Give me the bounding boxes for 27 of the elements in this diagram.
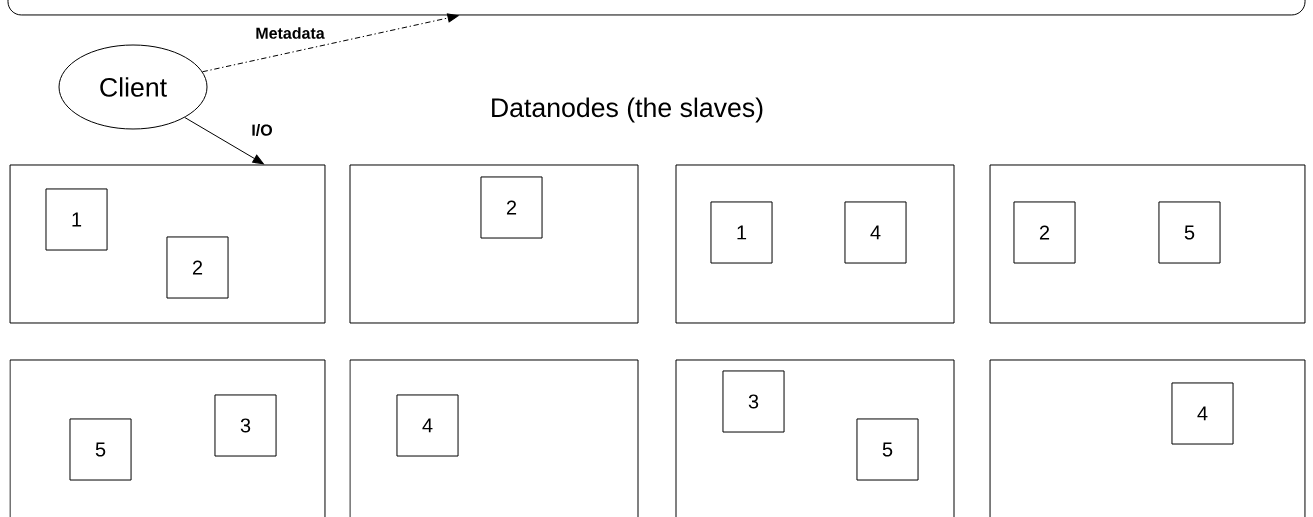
datanode-box — [349, 359, 639, 517]
datanode-box — [349, 164, 639, 324]
datanode-box — [989, 164, 1306, 324]
block-box: 5 — [1158, 201, 1221, 264]
heading: Datanodes (the slaves) — [492, 97, 763, 123]
datanode-box — [675, 164, 955, 324]
block-box: 1 — [45, 188, 108, 251]
arrow — [184, 117, 264, 165]
block-box: 5 — [69, 418, 132, 481]
namenode-box — [7, 0, 1306, 16]
block-box: 5 — [856, 418, 919, 481]
edge-label: I/O — [252, 124, 272, 136]
block-box: 2 — [1013, 201, 1076, 264]
block-box: 4 — [396, 394, 459, 457]
block-box: 4 — [1171, 382, 1234, 445]
block-box: 2 — [480, 176, 543, 239]
block-box: 3 — [214, 394, 277, 457]
datanode-box — [675, 359, 955, 517]
edge-label: Metadata — [256, 27, 325, 39]
block-box: 4 — [844, 201, 907, 264]
block-box: 2 — [166, 236, 229, 299]
block-box: 3 — [722, 370, 785, 433]
datanode-box — [9, 164, 326, 324]
block-box: 1 — [710, 201, 773, 264]
datanode-box — [989, 359, 1306, 517]
arrow — [202, 13, 459, 73]
datanode-box — [9, 359, 326, 517]
